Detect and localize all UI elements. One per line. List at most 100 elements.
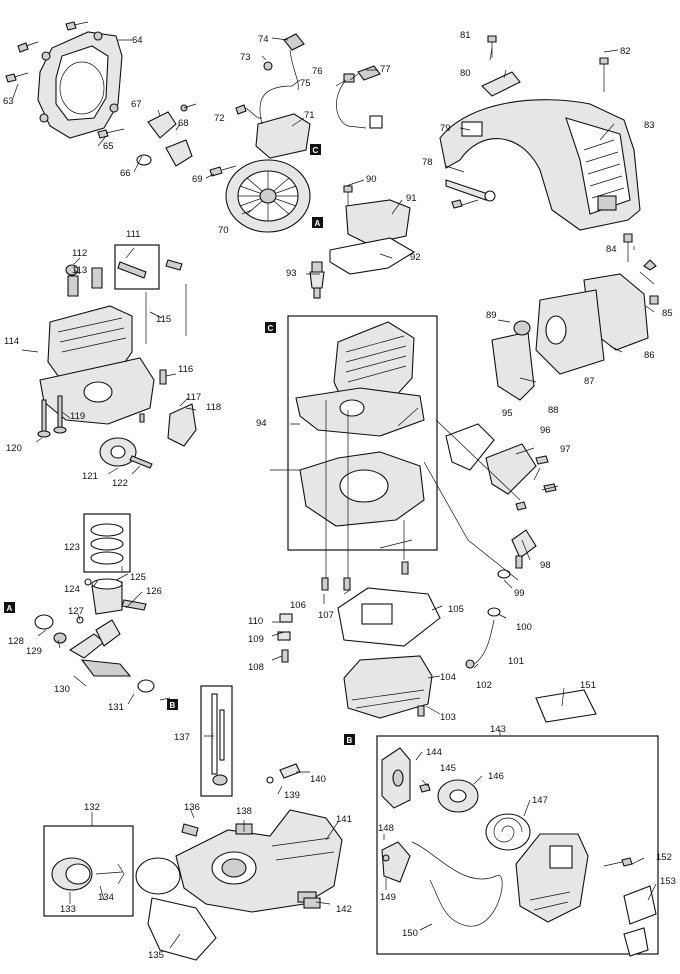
- cover-bracket: [445, 35, 609, 209]
- part-number: 76: [312, 66, 323, 77]
- part-number: 66: [120, 168, 131, 179]
- box-piston-rings: [83, 513, 131, 573]
- cylinder-head-cover: [329, 185, 416, 275]
- part-number: 74: [258, 34, 269, 45]
- part-number: 89: [486, 310, 497, 321]
- part-number: 86: [644, 350, 655, 361]
- part-number: 109: [248, 634, 264, 645]
- part-number: 67: [131, 99, 142, 110]
- part-number: 69: [192, 174, 203, 185]
- housing-screws: [5, 21, 125, 139]
- flywheel: [209, 159, 311, 233]
- part-number: 122: [112, 478, 128, 489]
- part-number: 83: [644, 120, 655, 131]
- piston-rings: [90, 523, 124, 565]
- part-number: 79: [440, 123, 451, 134]
- ref-marker-c-2: C: [265, 322, 276, 333]
- part-number: 101: [508, 656, 524, 667]
- spark-plug: [309, 261, 325, 299]
- part-number: 113: [72, 265, 87, 276]
- part-number: 77: [380, 64, 391, 75]
- part-number: 84: [606, 244, 617, 255]
- part-number: 68: [178, 118, 189, 129]
- part-number: 139: [284, 790, 300, 801]
- lever-parts: [136, 103, 197, 167]
- part-number: 108: [248, 662, 264, 673]
- part-number: 148: [378, 823, 394, 834]
- part-number: 138: [236, 806, 252, 817]
- part-number: 131: [108, 702, 124, 713]
- part-number: 82: [620, 46, 631, 57]
- part-number: 151: [580, 680, 596, 691]
- part-number: 71: [304, 110, 315, 121]
- part-number: 126: [146, 586, 162, 597]
- ignition-coil: [235, 33, 311, 159]
- part-number: 149: [380, 892, 396, 903]
- ref-marker-c-1: C: [310, 144, 321, 155]
- fuel-hose: [211, 693, 228, 786]
- part-number: 65: [103, 141, 114, 152]
- part-number: 111: [126, 229, 140, 240]
- ref-label: A: [7, 604, 13, 613]
- part-number: 146: [488, 771, 504, 782]
- piston-assembly: [76, 578, 147, 624]
- part-number: 141: [336, 814, 352, 825]
- part-number: 105: [448, 604, 464, 615]
- part-number: 78: [422, 157, 433, 168]
- part-number: 106: [290, 600, 306, 611]
- leader-lines: [12, 37, 657, 949]
- ref-marker-a-1: A: [312, 217, 323, 228]
- part-number: 145: [440, 763, 456, 774]
- part-number: 88: [548, 405, 559, 416]
- oil-parts: [465, 529, 537, 669]
- fuel-tank: [175, 809, 343, 913]
- part-number: 130: [54, 684, 70, 695]
- part-number: 121: [82, 471, 98, 482]
- part-number: 93: [286, 268, 297, 279]
- box-fuel-hose: [200, 685, 233, 797]
- starter-assembly: [381, 689, 657, 957]
- oil-pan: [337, 587, 441, 719]
- ref-label: C: [268, 324, 274, 333]
- intake-gaskets: [445, 423, 557, 511]
- part-number: 137: [174, 732, 190, 743]
- part-number: 124: [64, 584, 80, 595]
- part-number: 115: [156, 314, 171, 325]
- part-number: 132: [84, 802, 100, 813]
- ref-label: B: [170, 701, 176, 710]
- part-number: 110: [248, 616, 263, 627]
- part-number: 91: [406, 193, 417, 204]
- part-number: 140: [310, 774, 326, 785]
- part-number: 153: [660, 876, 676, 887]
- part-number: 102: [476, 680, 492, 691]
- part-number: 72: [214, 113, 225, 124]
- part-number: 73: [240, 52, 251, 63]
- box-fuel-cap: [43, 825, 134, 917]
- part-number: 143: [490, 724, 506, 735]
- part-number: 142: [336, 904, 352, 915]
- part-number: 128: [8, 636, 24, 647]
- part-number: 96: [540, 425, 551, 436]
- ref-marker-a-2: A: [4, 602, 15, 613]
- part-number: 100: [516, 622, 532, 633]
- part-number: 119: [70, 411, 85, 422]
- box-cylinder-assembly: [287, 315, 438, 551]
- part-number: 85: [662, 308, 673, 319]
- part-number: 97: [560, 444, 571, 455]
- ref-marker-b-2: B: [344, 734, 355, 745]
- part-number: 117: [186, 392, 201, 403]
- cylinder-left: [21, 259, 197, 469]
- part-number: 104: [440, 672, 456, 683]
- part-number: 114: [4, 336, 19, 347]
- part-number: 129: [26, 646, 42, 657]
- part-number: 152: [656, 852, 672, 863]
- part-number: 75: [300, 78, 311, 89]
- part-number: 134: [98, 892, 114, 903]
- part-number: 81: [460, 30, 471, 41]
- part-number: 87: [584, 376, 595, 387]
- ref-label: B: [347, 736, 353, 745]
- part-number: 70: [218, 225, 229, 236]
- part-number: 112: [72, 248, 87, 259]
- part-number: 64: [132, 35, 143, 46]
